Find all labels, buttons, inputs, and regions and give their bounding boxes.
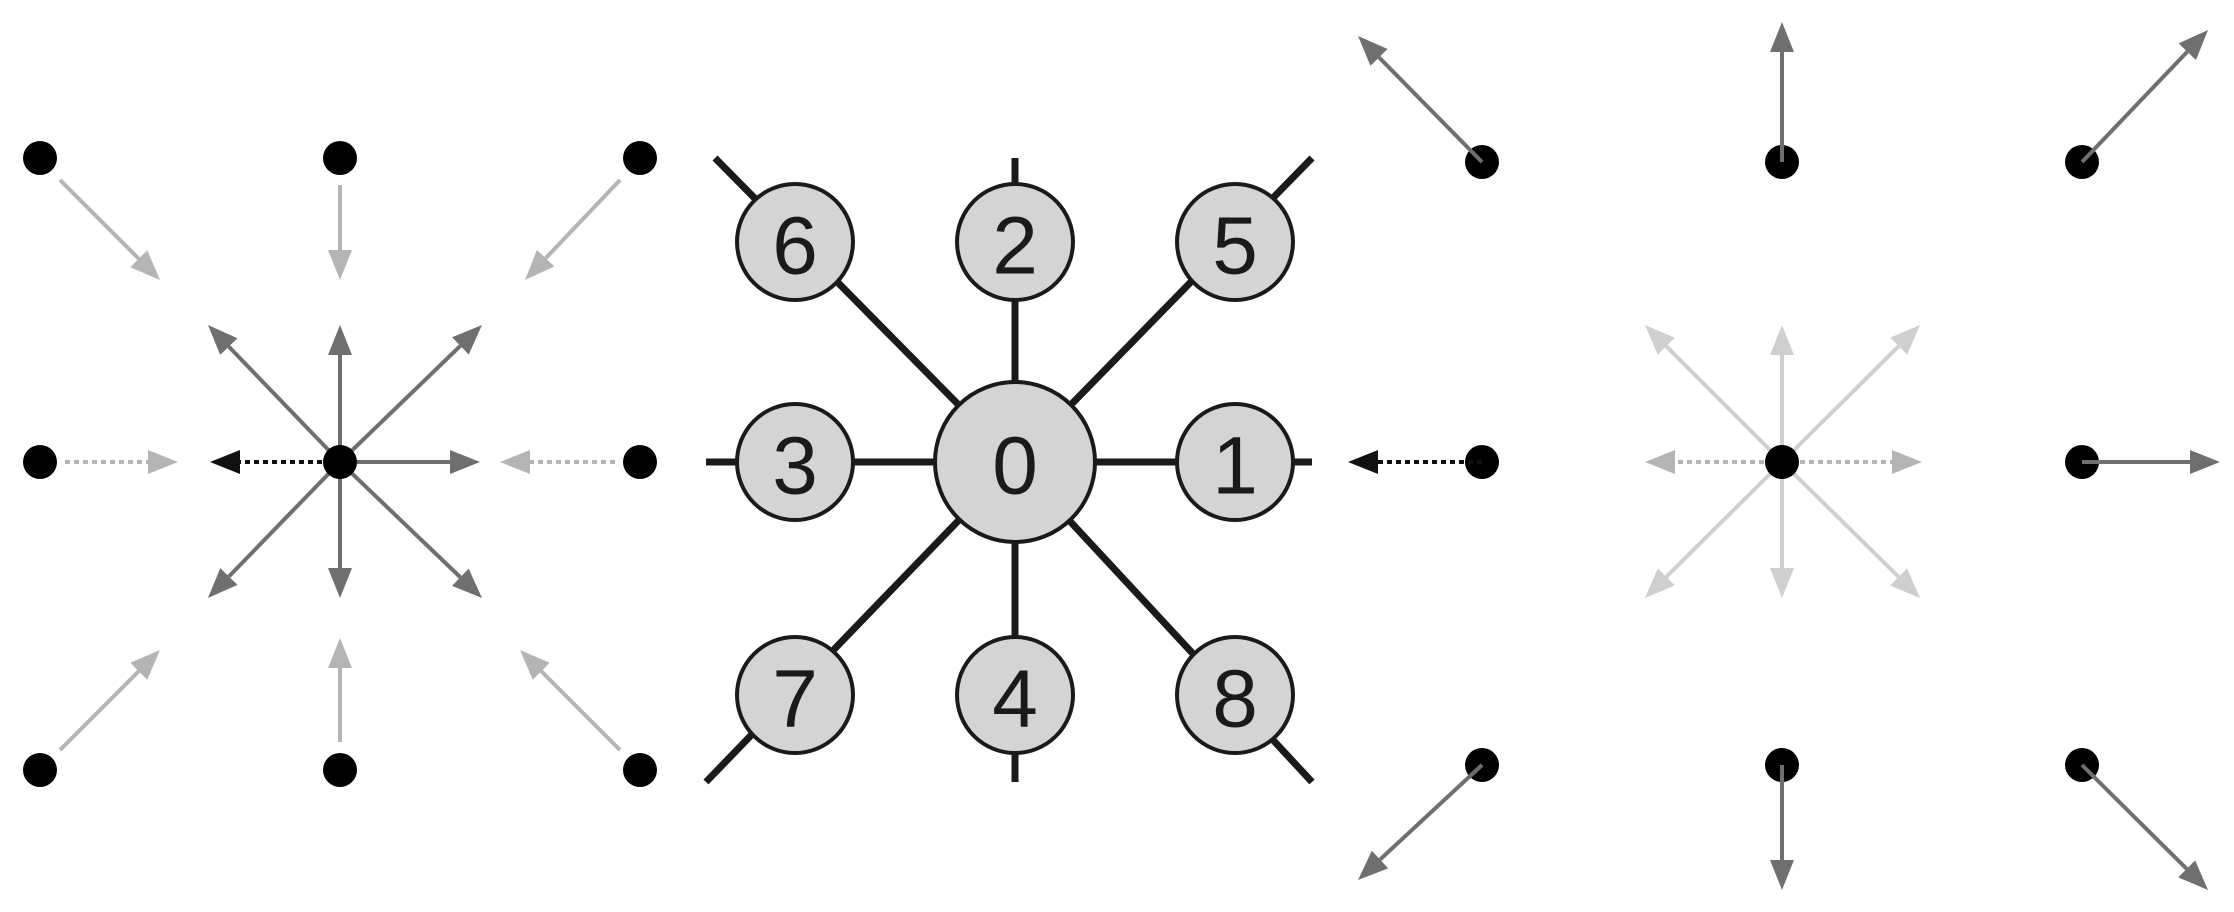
left-center-arrow-north: [328, 325, 352, 462]
left-incoming-arrow-south-west: [58, 650, 160, 752]
left-incoming-arrow-south-east: [520, 650, 622, 752]
node-south: 4: [955, 635, 1075, 755]
left-panel-streaming-in: [23, 141, 657, 787]
left-dot-north: [323, 141, 357, 175]
left-center-arrow-north-east: [338, 325, 482, 464]
left-dot-south-west: [23, 753, 57, 787]
node-south-west: 7: [735, 635, 855, 755]
right-outgoing-arrow-south-east: [2080, 763, 2208, 890]
node-north-east: 5: [1175, 182, 1295, 302]
right-outgoing-arrow-north: [1770, 22, 1794, 162]
left-dot-center: [323, 445, 357, 479]
right-outgoing-arrow-north-east: [2080, 30, 2208, 164]
right-outgoing-arrow-south: [1770, 765, 1794, 890]
left-incoming-arrow-west: [65, 450, 178, 474]
node-label-west: 3: [772, 421, 818, 512]
left-dot-west: [23, 445, 57, 479]
left-incoming-arrow-east: [500, 450, 615, 474]
left-incoming-arrow-south: [328, 638, 352, 742]
left-dot-south: [323, 753, 357, 787]
node-label-east: 1: [1212, 421, 1258, 512]
node-center: 0: [933, 380, 1097, 544]
left-dot-north-east: [623, 141, 657, 175]
right-outgoing-arrow-east: [2082, 450, 2220, 474]
node-north-west: 6: [735, 182, 855, 302]
node-west: 3: [735, 402, 855, 522]
right-outgoing-arrow-south-west: [1358, 763, 1484, 880]
right-center-arrow-south-west: [1645, 460, 1784, 598]
right-outgoing-arrow-west: [1348, 450, 1482, 474]
node-label-south-west: 7: [772, 654, 818, 745]
left-center-arrow-east: [340, 450, 480, 474]
right-center-arrow-north-west: [1645, 325, 1784, 464]
right-center-arrow-east: [1782, 450, 1922, 474]
right-center-arrow-west: [1645, 450, 1782, 474]
node-south-east: 8: [1175, 635, 1295, 755]
left-incoming-arrow-north-west: [58, 178, 160, 280]
node-label-south-east: 8: [1212, 654, 1258, 745]
middle-panel-d2q9-lattice: 0 2 4 1 3 5 6 7: [703, 155, 1315, 785]
left-dot-east: [623, 445, 657, 479]
left-incoming-arrow-north-east: [525, 178, 622, 280]
right-center-arrow-north: [1770, 325, 1794, 462]
right-center-arrow-north-east: [1780, 325, 1920, 464]
left-dot-south-east: [623, 753, 657, 787]
node-north: 2: [955, 182, 1075, 302]
right-center-arrow-south: [1770, 462, 1794, 598]
node-label-north: 2: [992, 201, 1038, 292]
left-center-arrow-south-east: [338, 460, 482, 598]
left-dot-north-west: [23, 141, 57, 175]
right-outgoing-arrow-north-west: [1358, 36, 1484, 164]
left-center-arrow-west: [210, 450, 340, 474]
left-center-arrow-south: [328, 462, 352, 598]
right-dot-center: [1765, 445, 1799, 479]
left-center-arrow-south-west: [208, 460, 342, 598]
node-label-center: 0: [992, 421, 1038, 512]
right-panel-streaming-out: [1348, 22, 2220, 890]
node-label-south: 4: [992, 654, 1038, 745]
node-east: 1: [1175, 402, 1295, 522]
node-label-north-east: 5: [1212, 201, 1258, 292]
node-label-north-west: 6: [772, 201, 818, 292]
left-incoming-arrow-north: [328, 185, 352, 280]
left-center-arrow-north-west: [208, 325, 342, 464]
right-center-arrow-south-east: [1780, 460, 1920, 598]
